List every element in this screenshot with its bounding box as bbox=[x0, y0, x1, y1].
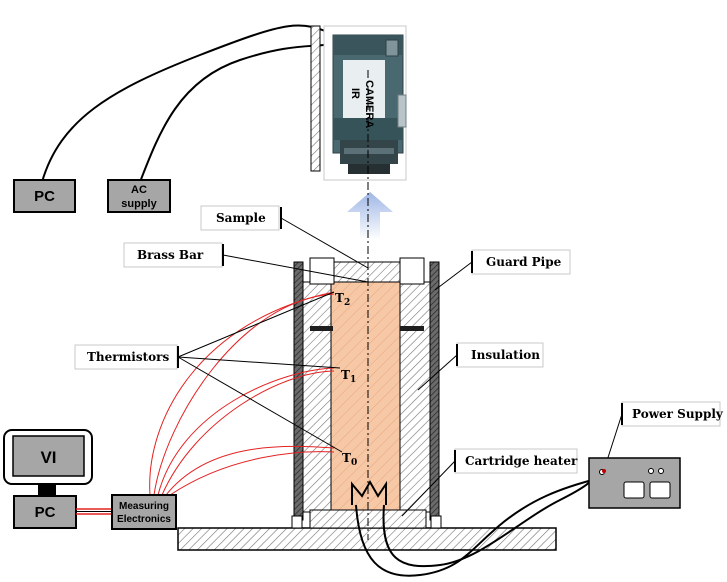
svg-text:Insulation: Insulation bbox=[471, 348, 540, 362]
sample-disc bbox=[333, 261, 401, 283]
svg-text:Power Supply: Power Supply bbox=[632, 407, 724, 421]
thermistor-wires bbox=[149, 291, 335, 496]
pc-box-bottom: PC bbox=[13, 495, 77, 529]
ir-radiation-arrow bbox=[347, 192, 393, 240]
vi-monitor: VI bbox=[3, 429, 93, 496]
measuring-electronics-box: Measuring Electronics bbox=[111, 494, 177, 530]
svg-text:PC: PC bbox=[35, 504, 56, 521]
sample-callout: Sample bbox=[200, 205, 369, 269]
svg-text:supply: supply bbox=[121, 198, 157, 210]
insulation-callout: Insulation bbox=[417, 342, 544, 391]
power-supply-callout: Power Supply bbox=[603, 401, 724, 471]
svg-text:Thermistors: Thermistors bbox=[87, 350, 169, 364]
svg-text:Sample: Sample bbox=[216, 211, 266, 225]
brass-bar-callout: Brass Bar bbox=[123, 242, 369, 283]
thermistors-callout: Thermistors bbox=[74, 291, 343, 453]
brass-bar bbox=[330, 281, 401, 511]
guard-pipe-right bbox=[429, 261, 440, 521]
insulation-right bbox=[399, 281, 431, 513]
ir-camera: IR CAMERA bbox=[310, 25, 407, 181]
pc-box-top: PC bbox=[13, 179, 76, 213]
svg-text:Electronics: Electronics bbox=[117, 514, 171, 525]
ir-camera-label-2: CAMERA bbox=[363, 80, 375, 128]
power-supply-unit bbox=[588, 457, 681, 509]
insulation-left bbox=[302, 281, 332, 513]
svg-text:VI: VI bbox=[40, 448, 56, 467]
svg-text:PC: PC bbox=[34, 188, 55, 205]
ac-supply-box: AC supply bbox=[107, 179, 171, 213]
svg-text:Guard Pipe: Guard Pipe bbox=[486, 255, 562, 269]
cartridge-heater bbox=[351, 479, 387, 505]
pc-link-cable bbox=[76, 508, 112, 515]
apparatus-column bbox=[291, 70, 442, 540]
cartridge-heater-callout: Cartridge heater bbox=[401, 448, 578, 517]
svg-text:Cartridge heater: Cartridge heater bbox=[465, 454, 578, 468]
t2-label: T2 bbox=[335, 291, 350, 308]
ir-camera-label-1: IR bbox=[349, 88, 361, 99]
pc-camera-cable bbox=[41, 24, 336, 183]
t0-label: T0 bbox=[342, 451, 357, 468]
t1-label: T1 bbox=[341, 368, 356, 385]
guard-pipe-callout: Guard Pipe bbox=[434, 249, 571, 291]
camera-mount-plate bbox=[310, 25, 321, 172]
svg-text:Brass Bar: Brass Bar bbox=[137, 248, 204, 262]
svg-text:Measuring: Measuring bbox=[119, 501, 169, 512]
svg-text:AC: AC bbox=[131, 184, 147, 196]
